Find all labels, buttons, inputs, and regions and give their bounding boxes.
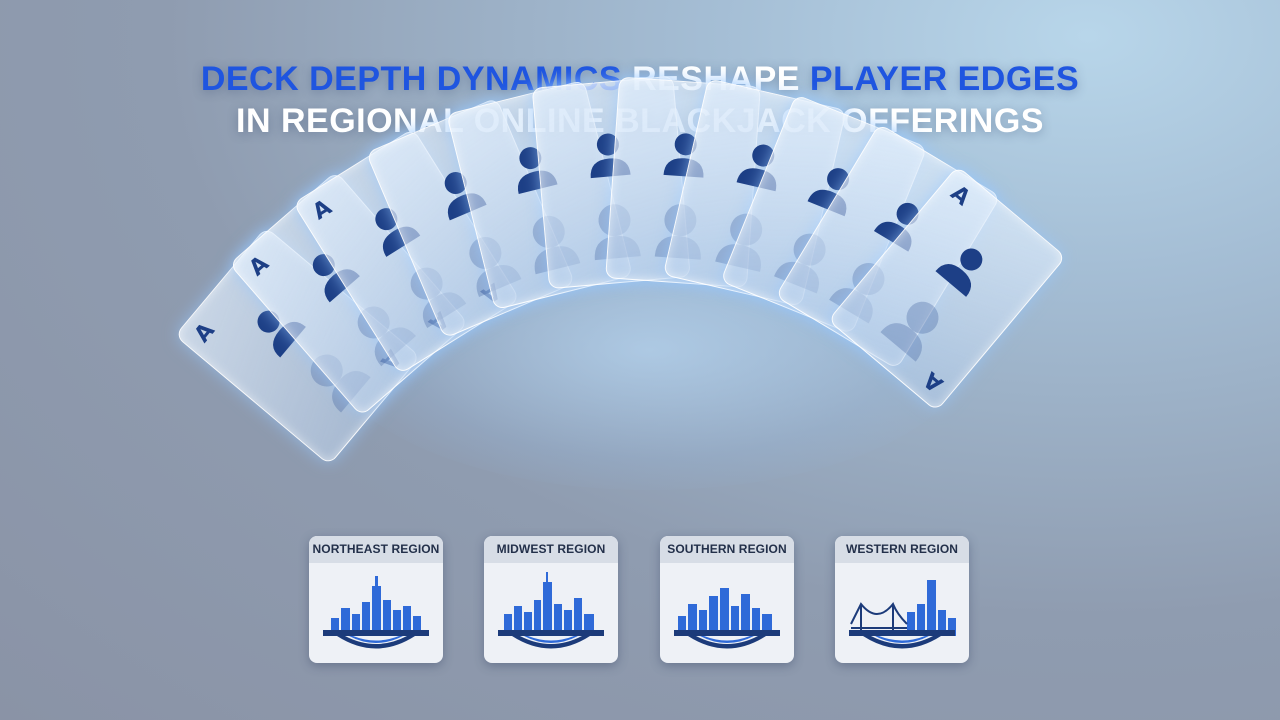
region-card-southern[interactable]: SOUTHERN REGION (660, 536, 794, 663)
title-highlight-2: PLAYER EDGES (809, 60, 1080, 98)
card-rank: A (244, 251, 274, 282)
region-label: WESTERN REGION (835, 536, 969, 563)
card-rank-bottom: A (919, 366, 949, 397)
region-card-northeast[interactable]: NORTHEAST REGION (309, 536, 443, 663)
skyline-icon (498, 572, 604, 649)
person-icon (923, 225, 1008, 310)
skyline-icon (674, 588, 780, 649)
region-label: SOUTHERN REGION (660, 536, 794, 563)
card-rank: A (308, 194, 337, 225)
region-card-midwest[interactable]: MIDWEST REGION (484, 536, 618, 663)
skyline-icon (323, 576, 429, 649)
region-label: MIDWEST REGION (484, 536, 618, 563)
title-line-1: DECK DEPTH DYNAMICS RESHAPE PLAYER EDGES (0, 58, 1280, 100)
card-rank: A (190, 317, 221, 348)
card-rank: A (945, 181, 976, 212)
card-emblem-icon (869, 274, 968, 373)
region-card-western[interactable]: WESTERN REGION (835, 536, 969, 663)
region-label: NORTHEAST REGION (309, 536, 443, 563)
skyline-bridge-icon (849, 580, 956, 649)
